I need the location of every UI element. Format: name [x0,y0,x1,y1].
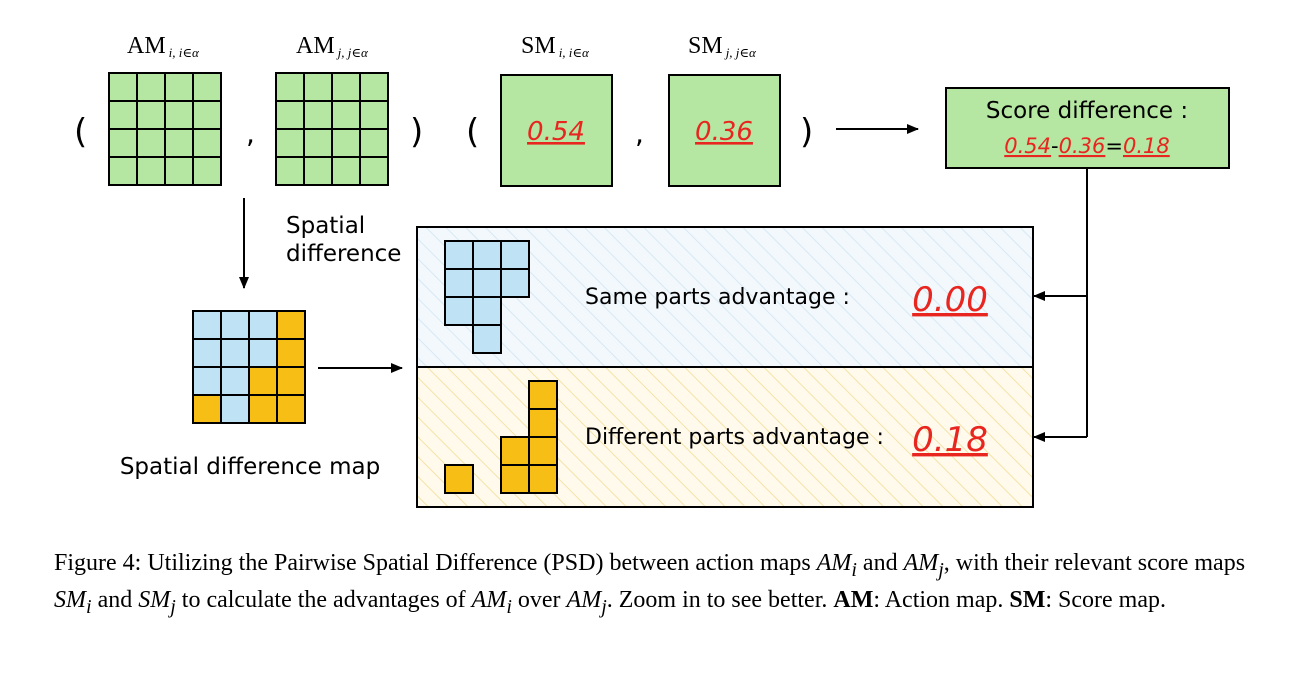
different-parts-cell [528,436,558,466]
grid-cell [192,100,222,130]
same-parts-cell [444,240,474,270]
same-parts-cell [444,296,474,326]
diff-map-cell [220,366,250,396]
grid-cell [275,100,305,130]
different-parts-cell [528,464,558,494]
different-parts-cell [500,464,530,494]
score-map-j-value: 0.36 [695,117,753,147]
diff-map-cell [192,310,222,340]
grid-cell [303,100,333,130]
diff-map-cell [248,366,278,396]
spatial-difference-label-1: Spatial [286,213,365,239]
grid-cell [164,100,194,130]
diff-map-cell [276,394,306,424]
different-parts-label: Different parts advantage : [585,425,884,450]
same-parts-cell [500,268,530,298]
different-parts-cell [528,380,558,410]
grid-cell [136,128,166,158]
grid-cell [359,128,389,158]
grid-cell [359,72,389,102]
same-parts-cell [472,296,502,326]
grid-cell [192,72,222,102]
score-map-i-box [500,74,613,187]
different-parts-cell [444,464,474,494]
diff-map-cell [220,310,250,340]
grid-cell [275,128,305,158]
score-map-i-value: 0.54 [527,117,585,147]
diff-map-cell [192,338,222,368]
diff-map-cell [276,310,306,340]
grid-cell [303,128,333,158]
same-parts-label: Same parts advantage : [585,285,850,310]
same-parts-cell [500,240,530,270]
grid-cell [164,72,194,102]
score-difference-equation: 0.54-0.36=0.18 [1004,134,1169,158]
grid-cell [275,72,305,102]
grid-cell [303,72,333,102]
grid-cell [359,156,389,186]
same-parts-value: 0.00 [912,280,988,320]
grid-cell [331,156,361,186]
spatial-difference-map-grid [192,310,306,424]
grid-cell [108,72,138,102]
figure-caption: Figure 4: Utilizing the Pairwise Spatial… [54,550,1246,618]
grid-cell [359,100,389,130]
grid-cell [136,100,166,130]
diff-map-cell [248,394,278,424]
spatial-difference-label-2: difference [286,241,401,267]
same-parts-cell [472,240,502,270]
comma-am: , [246,117,255,150]
diff-map-cell [192,366,222,396]
diff-map-cell [220,338,250,368]
caption-figure-label: Figure 4: [54,550,148,576]
grid-cell [192,128,222,158]
comma-sm: , [635,117,644,150]
spatial-difference-map-label: Spatial difference map [120,454,380,480]
diff-map-cell [248,338,278,368]
action-map-j-grid [275,72,389,186]
same-parts-cell [472,324,502,354]
different-parts-cell [500,436,530,466]
grid-cell [331,128,361,158]
diff-map-cell [220,394,250,424]
action-map-i-grid [108,72,222,186]
different-parts-cell [528,408,558,438]
grid-cell [164,156,194,186]
grid-cell [108,128,138,158]
open-paren-am: ( [74,112,87,152]
same-parts-cell [444,268,474,298]
close-paren-am: ) [410,112,423,152]
diff-map-cell [248,310,278,340]
grid-cell [164,128,194,158]
same-parts-cells [444,240,530,354]
diff-map-cell [192,394,222,424]
grid-cell [331,100,361,130]
grid-cell [136,72,166,102]
grid-cell [136,156,166,186]
caption-am-bold: AM [833,586,874,613]
grid-cell [192,156,222,186]
same-parts-cell [472,268,502,298]
caption-sm-bold: SM [1009,586,1046,613]
different-parts-cells [444,380,558,494]
grid-cell [108,100,138,130]
grid-cell [331,72,361,102]
grid-cell [108,156,138,186]
grid-cell [275,156,305,186]
open-paren-sm: ( [466,112,479,152]
diff-map-cell [276,366,306,396]
grid-cell [303,156,333,186]
different-parts-value: 0.18 [912,420,988,460]
score-map-j-box [668,74,781,187]
score-difference-title: Score difference : [986,98,1188,124]
diff-map-cell [276,338,306,368]
close-paren-sm: ) [800,112,813,152]
